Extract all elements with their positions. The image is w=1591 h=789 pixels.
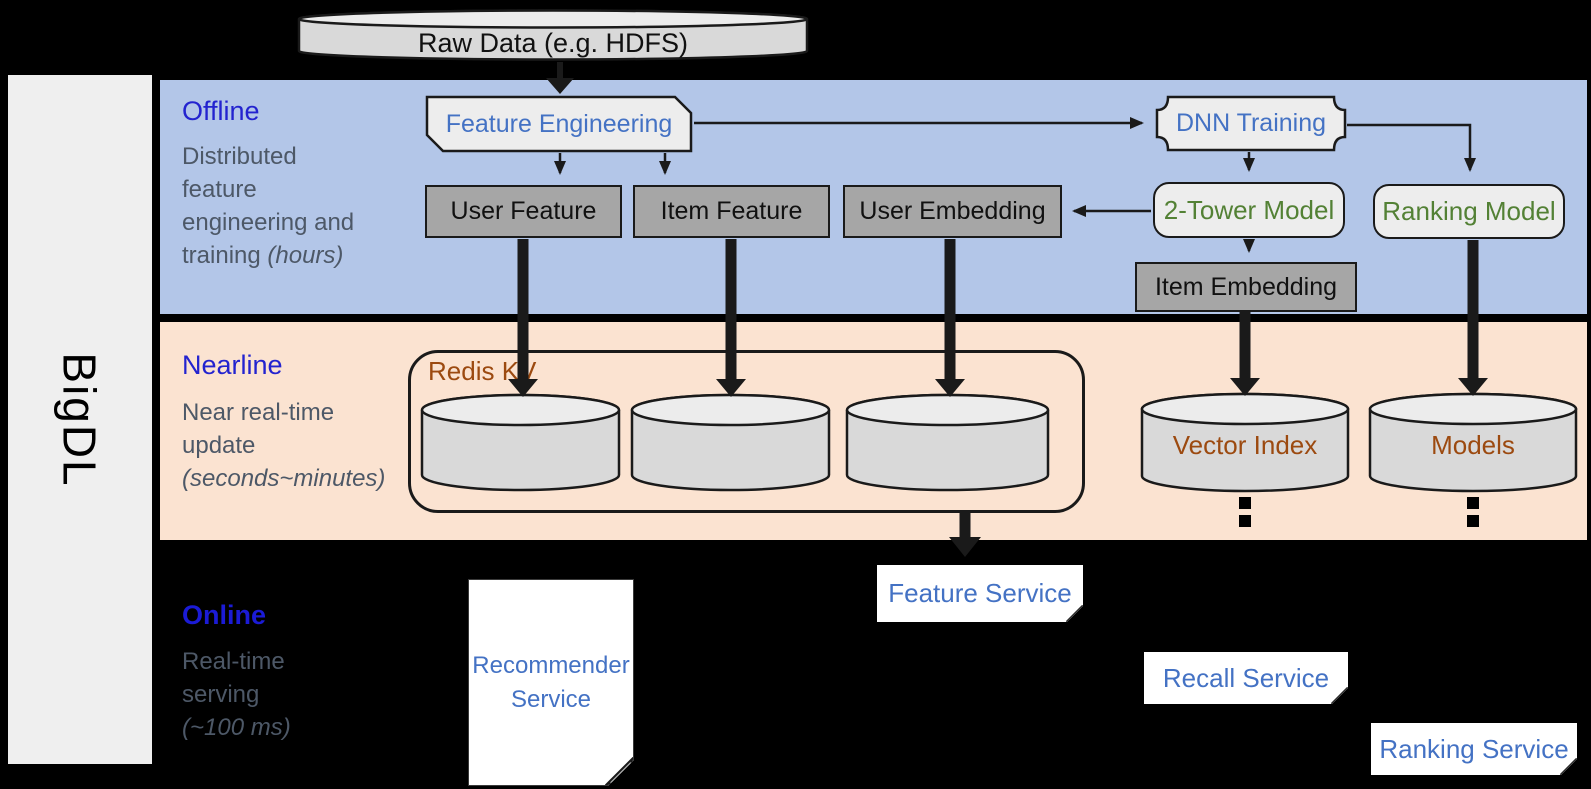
feature-engineering-label: Feature Engineering (445, 109, 673, 138)
recommender-service-label: Recommender Service (472, 651, 630, 713)
nearline-subtitle: Near real-time update (seconds~minutes) (182, 396, 397, 495)
database-cylinder-icon (1368, 392, 1578, 493)
ranking-service-node: Ranking Service (1371, 723, 1577, 775)
ranking-service-label: Ranking Service (1379, 733, 1569, 764)
online-subtitle-text: Real-time serving (182, 648, 285, 708)
offline-subtitle-italic: (hours) (267, 242, 344, 269)
cut-corner-shape (425, 95, 693, 153)
recall-service-node: Recall Service (1144, 652, 1348, 704)
bigdl-sidebar: BigDL (8, 75, 152, 764)
redis-cylinder-3 (845, 393, 1050, 492)
ranking-model-label: Ranking Model (1382, 196, 1556, 226)
dnn-training-label: DNN Training (1175, 109, 1327, 137)
offline-subtitle: Distributed feature engineering and trai… (182, 140, 372, 272)
offline-subtitle-text: Distributed feature engineering and trai… (182, 143, 355, 269)
dnn-training-node: DNN Training (1155, 95, 1347, 152)
item-embedding-node: Item Embedding (1135, 262, 1357, 312)
database-cylinder-icon (420, 393, 621, 492)
redis-cylinder-2 (630, 393, 831, 492)
recommender-service-node: Recommender Service (468, 579, 634, 786)
database-cylinder-icon (1140, 392, 1350, 493)
raw-data-store: Raw Data (e.g. HDFS) (297, 8, 809, 62)
nearline-title: Nearline (182, 350, 283, 380)
item-feature-label: Item Feature (660, 197, 803, 225)
ranking-model-node: Ranking Model (1373, 184, 1565, 239)
feature-service-label: Feature Service (888, 578, 1072, 608)
folded-corner-icon (1331, 687, 1348, 704)
folded-corner-icon (1560, 758, 1577, 775)
redis-kv-container (408, 350, 1085, 513)
database-cylinder-icon (297, 9, 809, 61)
online-subtitle: Real-time serving (~100 ms) (182, 645, 312, 744)
models-label: Models (1431, 430, 1515, 460)
models-store: Models (1368, 392, 1578, 493)
folded-corner-icon (605, 757, 633, 785)
two-tower-model-node: 2-Tower Model (1153, 182, 1345, 238)
user-embedding-node: User Embedding (843, 185, 1062, 238)
online-title: Online (182, 600, 267, 630)
feature-service-node: Feature Service (877, 565, 1083, 622)
nearline-subtitle-text: Near real-time update (182, 399, 335, 459)
user-feature-label: User Feature (450, 197, 597, 225)
vector-index-store: Vector Index (1140, 392, 1350, 493)
recall-service-label: Recall Service (1162, 662, 1330, 693)
offline-title: Offline (182, 96, 260, 126)
online-subtitle-italic: (~100 ms) (182, 714, 291, 741)
two-tower-model-label: 2-Tower Model (1163, 194, 1335, 225)
vector-index-label: Vector Index (1172, 430, 1318, 460)
bigdl-logo-text: BigDL (53, 351, 106, 488)
database-cylinder-icon (845, 393, 1050, 492)
item-embedding-label: Item Embedding (1154, 272, 1338, 301)
item-feature-node: Item Feature (633, 185, 830, 238)
raw-data-label: Raw Data (e.g. HDFS) (417, 28, 689, 58)
folded-corner-icon (1066, 605, 1083, 622)
redis-cylinder-1 (420, 393, 621, 492)
user-feature-node: User Feature (425, 185, 622, 238)
database-cylinder-icon (630, 393, 831, 492)
feature-engineering-node: Feature Engineering (425, 95, 693, 153)
user-embedding-label: User Embedding (859, 197, 1046, 225)
redis-kv-label: Redis KV (428, 356, 537, 386)
nearline-subtitle-italic: (seconds~minutes) (182, 465, 386, 492)
plaque-shape (1155, 95, 1347, 152)
